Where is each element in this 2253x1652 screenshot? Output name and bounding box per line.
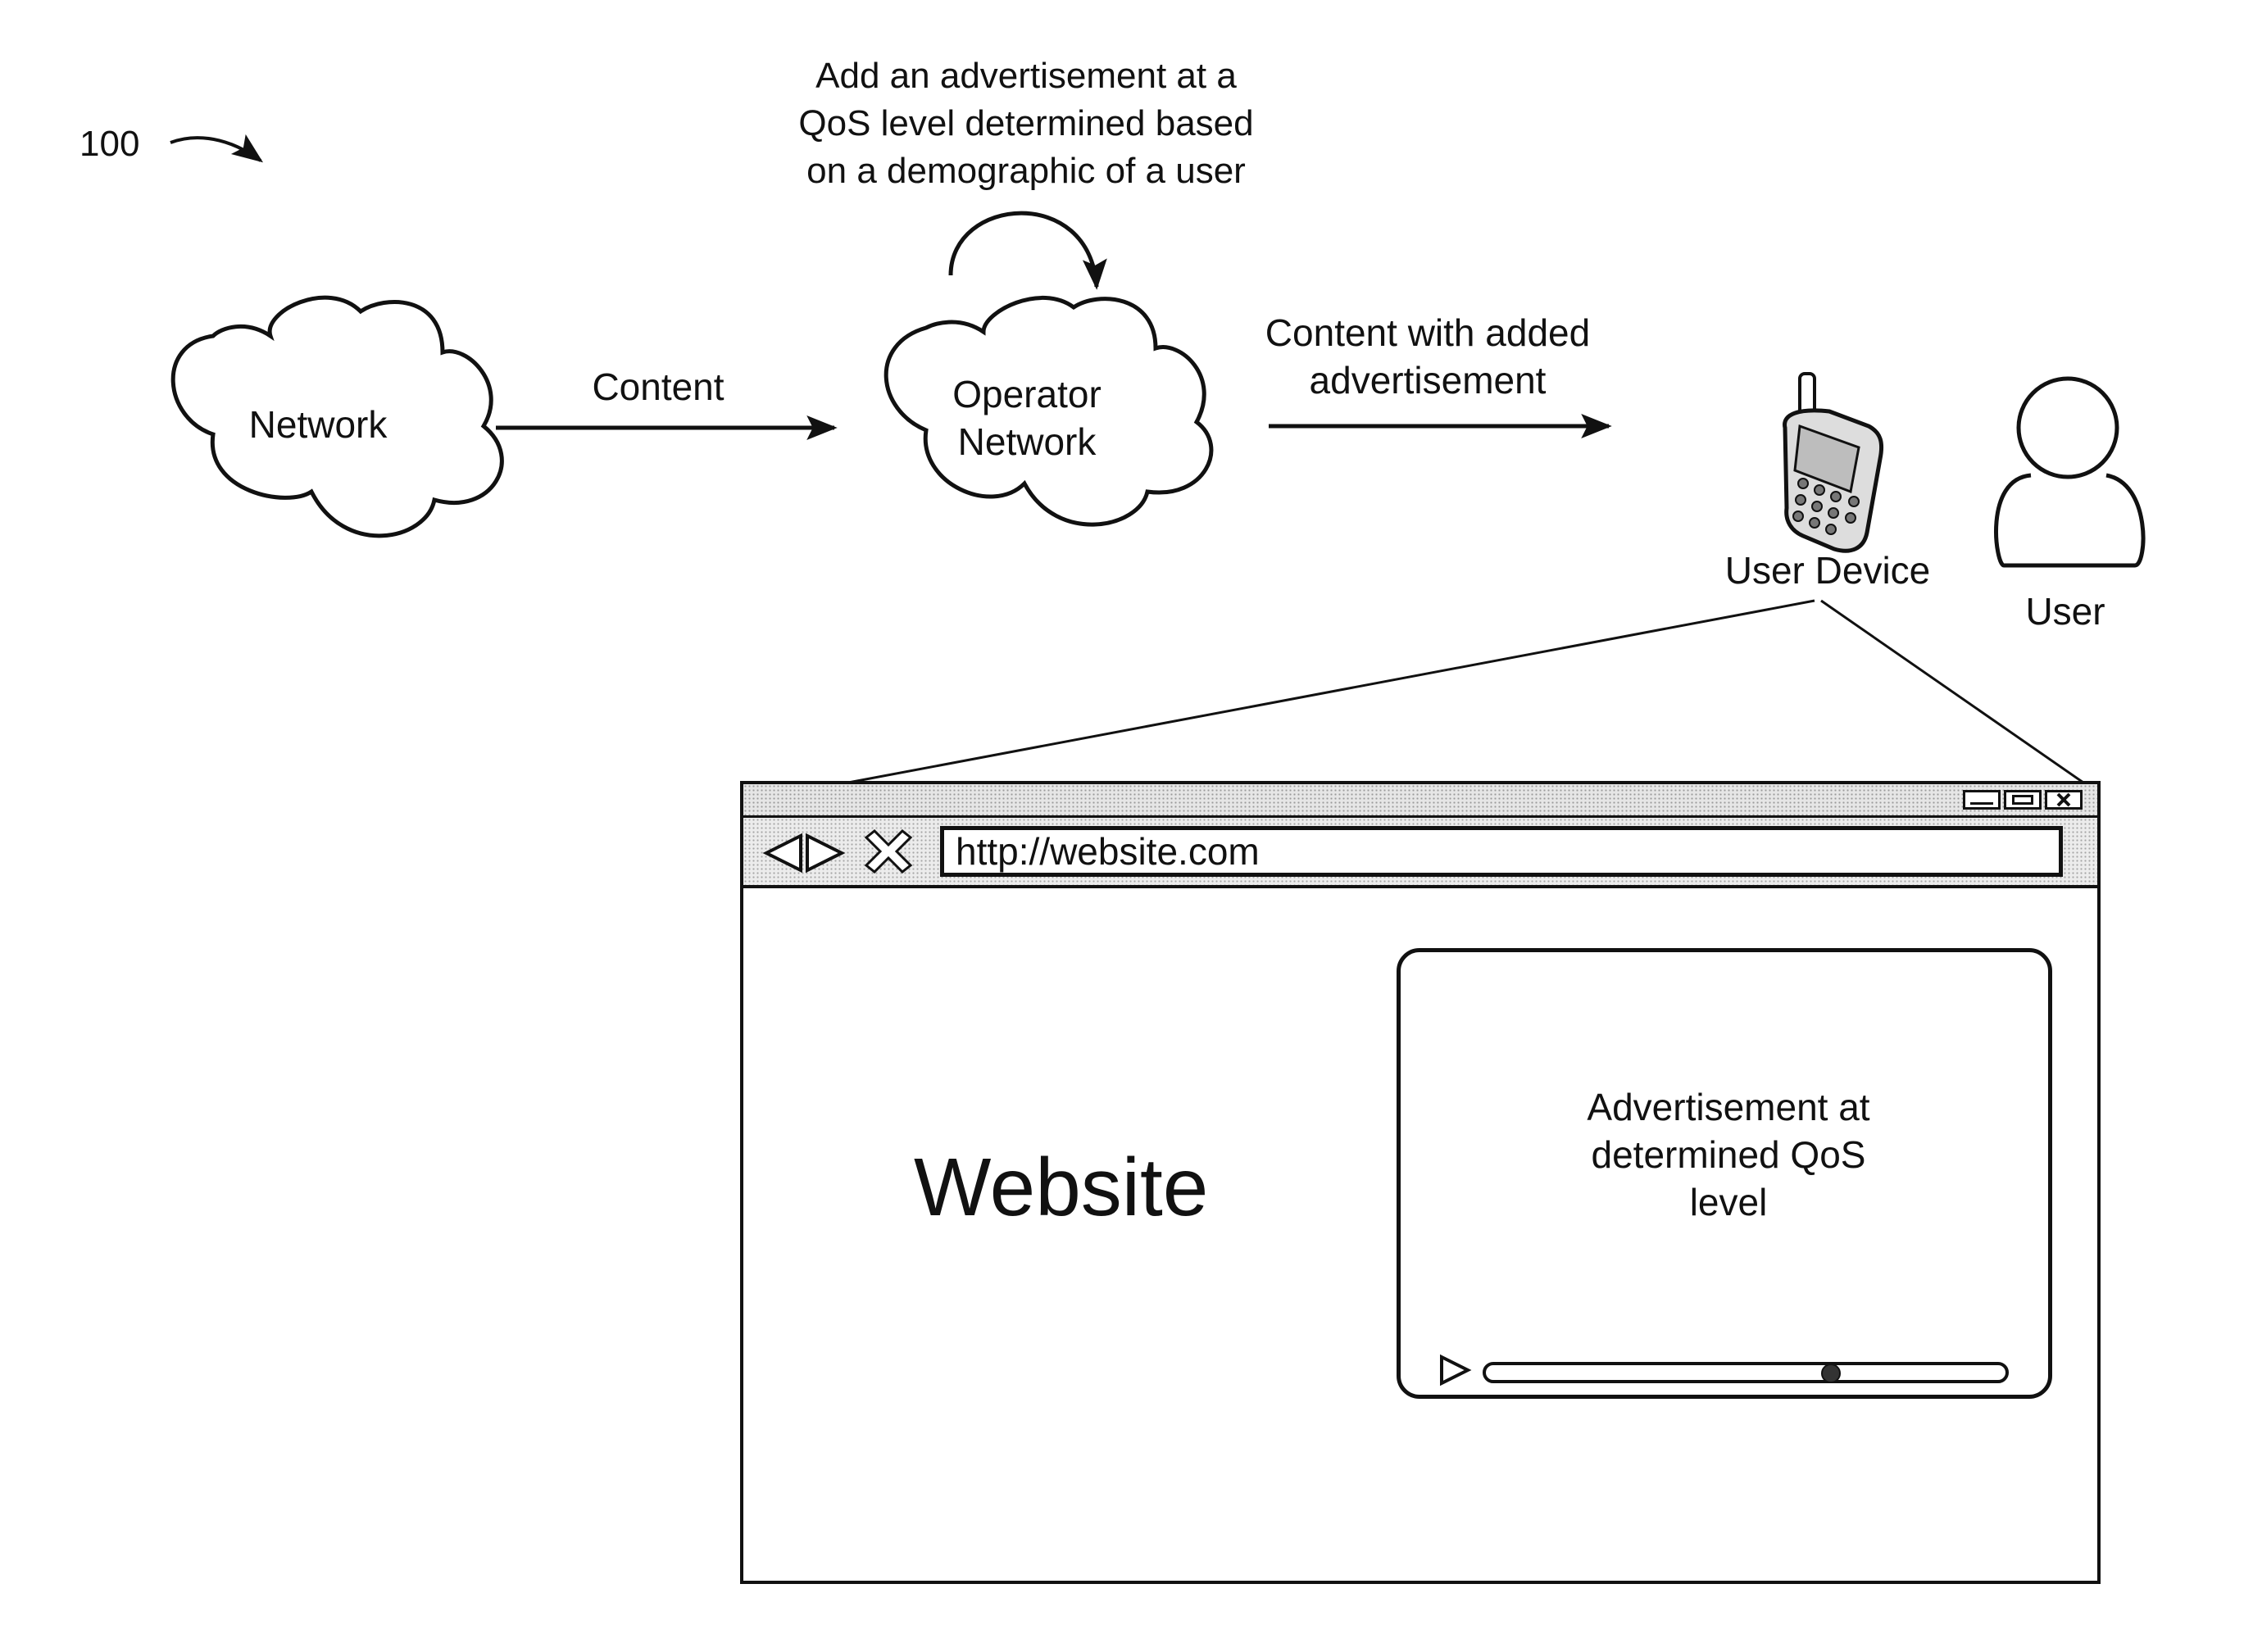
browser-nav-bar: http://website.com [743,818,2097,888]
self-loop-arrow [951,213,1097,287]
url-input[interactable]: http://website.com [940,826,2063,877]
user-label: User [2025,588,2105,636]
content-with-ad-label: Content with added advertisement [1265,309,1590,404]
minimize-icon[interactable] [1963,790,2001,810]
self-loop-label: Add an advertisement at a QoS level dete… [798,52,1253,195]
content-with-ad-label-line-2: advertisement [1265,356,1590,404]
ad-progress-track[interactable] [1483,1362,2009,1383]
content-edge-label: Content [592,364,724,411]
figure-ref-label: 100 [79,121,139,166]
ad-text-line-3: level [1587,1178,1869,1226]
ad-progress-knob[interactable] [1821,1364,1841,1383]
forward-arrow-icon[interactable] [807,836,842,870]
content-with-ad-label-line-1: Content with added [1265,309,1590,356]
self-loop-label-line-2: QoS level determined based [798,100,1253,148]
self-loop-label-line-1: Add an advertisement at a [798,52,1253,100]
mobile-phone-icon [1785,374,1882,551]
operator-network-label-line-1: Operator [952,370,1102,418]
maximize-icon[interactable] [2004,790,2042,810]
network-label: Network [249,402,388,449]
close-icon[interactable] [2045,790,2083,810]
zoom-line-left [848,601,1815,783]
nav-buttons [743,818,940,885]
play-icon[interactable] [1437,1352,1478,1393]
browser-window: http://website.com Website Advertisement… [740,781,2101,1584]
back-arrow-icon[interactable] [766,836,801,870]
website-title: Website [914,1137,1208,1239]
stop-x-icon[interactable] [866,831,911,872]
user-device-label: User Device [1725,547,1931,595]
figure-ref-arrow [170,138,261,161]
ad-text: Advertisement at determined QoS level [1587,1083,1869,1226]
advertisement-panel[interactable]: Advertisement at determined QoS level [1397,948,2052,1399]
operator-network-label-line-2: Network [952,418,1102,465]
self-loop-label-line-3: on a demographic of a user [798,148,1253,195]
ad-text-line-1: Advertisement at [1587,1083,1869,1131]
operator-network-label: Operator Network [952,370,1102,465]
user-person-icon [1996,379,2143,565]
browser-title-bar [743,784,2097,818]
ad-text-line-2: determined QoS [1587,1131,1869,1178]
